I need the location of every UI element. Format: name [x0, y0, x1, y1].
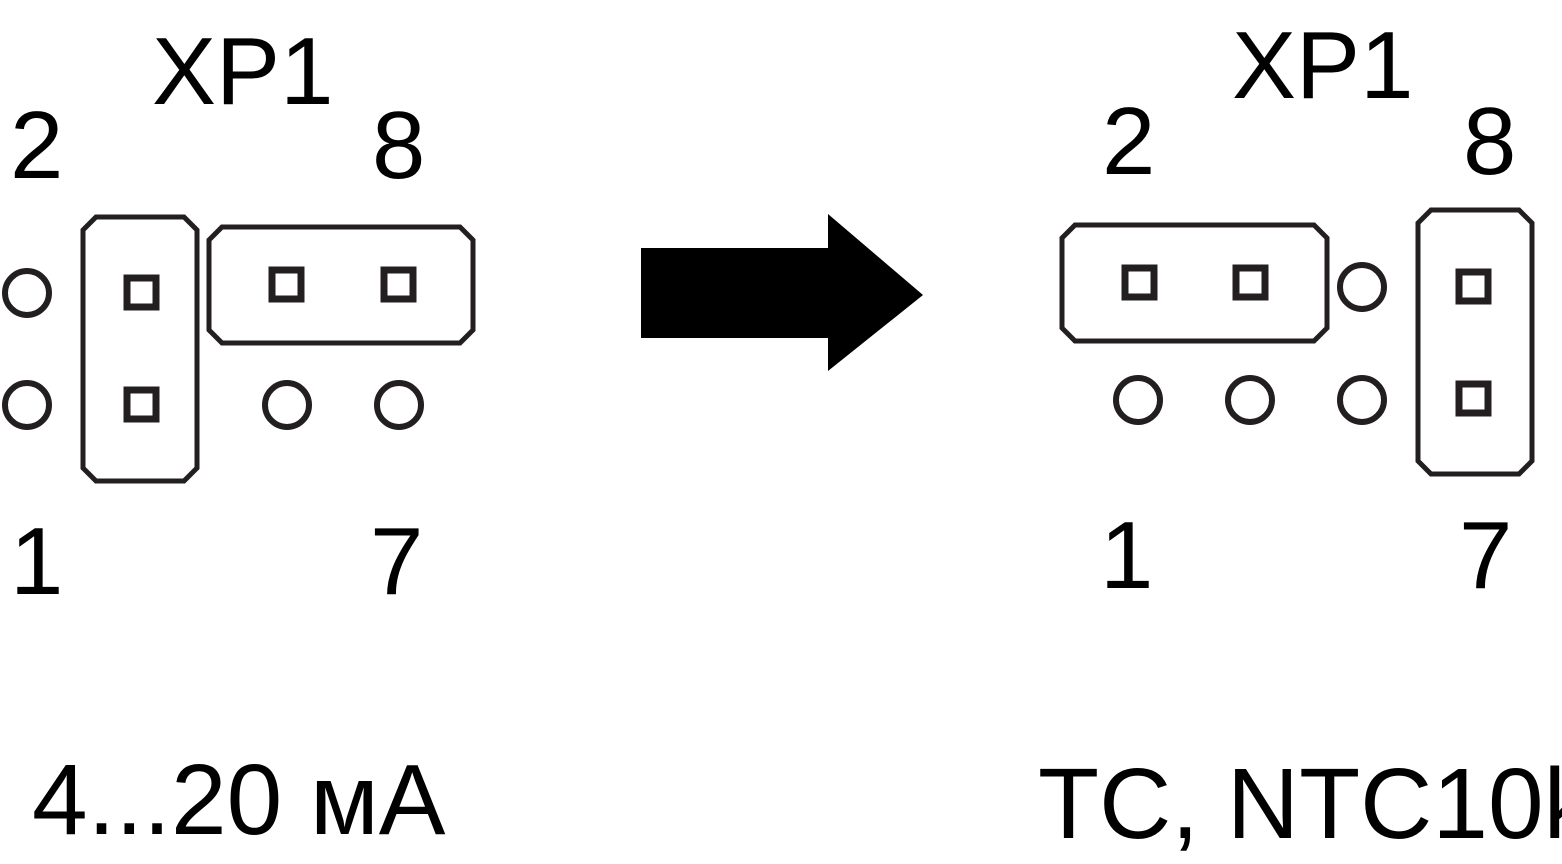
left-pad-1 — [2, 380, 52, 430]
right-pad-3 — [1225, 375, 1275, 425]
right-pad-5 — [1337, 375, 1387, 425]
right-pin-label-top-right: 8 — [1463, 88, 1516, 195]
left-connector-label: XP1 — [152, 18, 333, 125]
right-pad-2 — [1121, 264, 1158, 301]
right-caption: TC, NTC10k — [1038, 748, 1562, 860]
left-jumper-horizontal — [206, 224, 476, 346]
right-pin-label-top-left: 2 — [1102, 88, 1155, 195]
left-pad-7 — [374, 380, 424, 430]
left-pin-label-top-left: 2 — [10, 92, 63, 199]
left-pad-8 — [380, 266, 417, 303]
right-pad-8 — [1455, 268, 1492, 305]
right-config: XP1 2 8 1 7 TC, NTC10k — [1038, 12, 1562, 860]
left-pin-label-top-right: 8 — [372, 92, 425, 199]
right-pad-7 — [1455, 380, 1492, 417]
left-pad-5 — [262, 380, 312, 430]
left-jumper-vertical — [80, 214, 200, 484]
left-pad-3 — [123, 386, 160, 423]
right-connector-label: XP1 — [1232, 12, 1413, 119]
left-pad-6 — [268, 266, 305, 303]
right-pad-1 — [1113, 375, 1163, 425]
right-jumper-horizontal — [1059, 222, 1330, 344]
left-pad-2 — [2, 268, 52, 318]
right-pad-4 — [1232, 264, 1269, 301]
left-pin-label-bottom-right: 7 — [370, 508, 423, 615]
right-pad-6 — [1337, 262, 1387, 312]
right-pin-label-bottom-right: 7 — [1459, 502, 1512, 609]
left-config: XP1 2 8 1 7 4...20 мА — [2, 18, 476, 856]
left-pin-label-bottom-left: 1 — [10, 508, 63, 615]
right-pin-label-bottom-left: 1 — [1100, 502, 1153, 609]
arrow-right-icon — [641, 214, 923, 371]
left-caption: 4...20 мА — [32, 744, 446, 856]
left-pad-4 — [123, 274, 160, 311]
right-jumper-vertical — [1415, 207, 1535, 477]
